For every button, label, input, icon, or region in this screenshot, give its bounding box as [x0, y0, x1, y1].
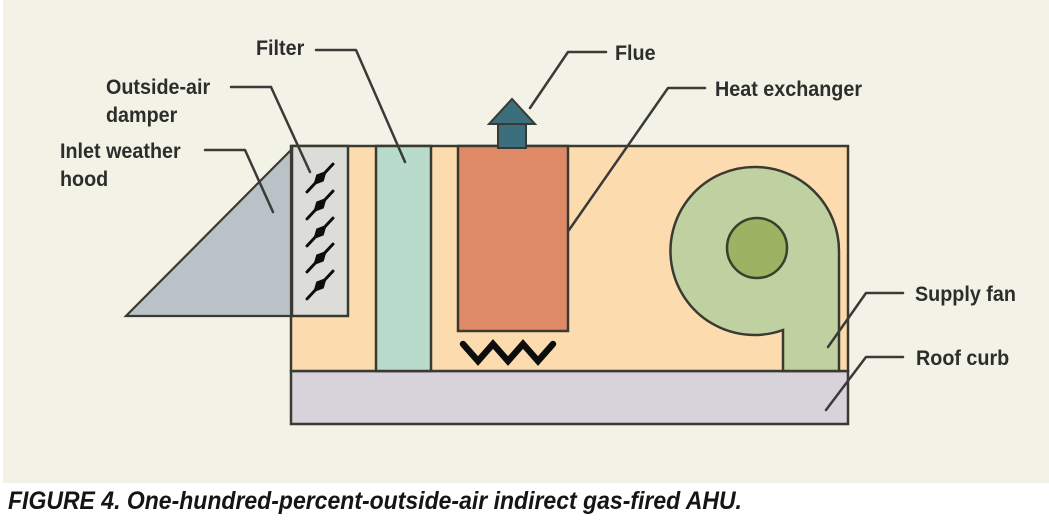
filter-label: Filter [256, 37, 305, 60]
filter-leader-line [314, 48, 407, 164]
flue-label: Flue [615, 42, 656, 65]
figure-caption: FIGURE 4. One-hundred-percent-outside-ai… [8, 487, 742, 515]
outside-air-damper-label: Outside-air damper [106, 74, 210, 129]
damper-blade-pivot-icon [313, 224, 327, 240]
heat-exchanger-shape [456, 144, 570, 333]
inlet-weather-hood-label: Inlet weather hood [60, 138, 181, 193]
damper-blade-pivot-icon [313, 170, 327, 186]
flue-arrow-icon [486, 97, 538, 149]
heat-exchanger-label: Heat exchanger [715, 78, 863, 101]
heat-exchanger-leader-line [567, 86, 707, 232]
flue-cap-shape [486, 97, 538, 125]
inlet-weather-hood-label-line2: hood [60, 167, 109, 191]
supply-fan-label: Supply fan [915, 283, 1016, 306]
damper-blade-pivot-icon [313, 277, 327, 293]
roof-curb-shape [289, 369, 850, 426]
outside-air-damper-leader-line [269, 85, 312, 174]
filter-shape [374, 144, 433, 373]
inlet-weather-hood-label-line1: Inlet weather [60, 140, 181, 163]
inlet-weather-hood-leader-line [203, 148, 275, 214]
supply-fan-leader-line [826, 291, 905, 349]
diagram-panel: Filter Outside-air damper Inlet weather … [0, 0, 1049, 483]
diagram-canvas [123, 48, 905, 426]
flue-leader-line [528, 50, 608, 110]
burner-zigzag-icon [459, 339, 557, 366]
damper-blades-icon [305, 162, 335, 301]
roof-curb-label: Roof curb [916, 347, 1010, 370]
outside-air-damper-label-line2: damper [106, 103, 178, 127]
outside-air-damper-label-line1: Outside-air [106, 76, 211, 99]
damper-blade-pivot-icon [313, 250, 327, 266]
roof-curb-leader-line [824, 355, 905, 412]
damper-blade-pivot-icon [313, 197, 327, 213]
caption-strip: FIGURE 4. One-hundred-percent-outside-ai… [0, 483, 1049, 528]
supply-fan-hub-shape [725, 216, 789, 280]
